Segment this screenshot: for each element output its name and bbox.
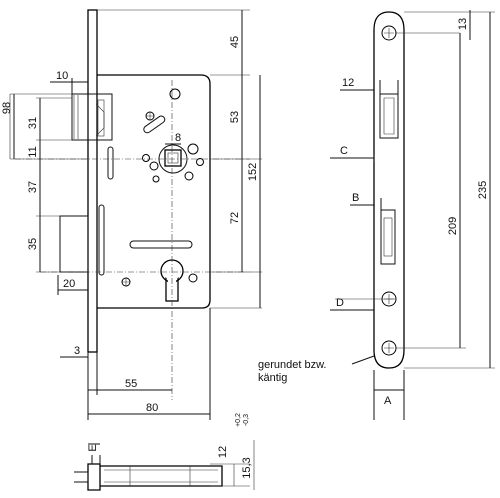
faceplate-front-view: 13 209 235 12 C B D A gerundet bzw. känt…: [258, 10, 495, 420]
upper-oval-slot: [143, 115, 166, 134]
lock-bottom-view: E 12 15,3 +0,2 -0,3: [74, 413, 255, 491]
letter-c: C: [340, 145, 348, 157]
dim-55: 55: [125, 378, 137, 390]
bolt-guide-slot: [129, 240, 193, 249]
screw-hole-top: [169, 88, 181, 100]
deadbolt-opening: [380, 209, 396, 265]
latch-bolt: [71, 93, 113, 141]
dead-bolt: [59, 215, 89, 273]
dim-12-bottom: 12: [217, 446, 229, 458]
letter-a: A: [384, 395, 392, 407]
dim-98: 98: [1, 102, 13, 114]
dim-13: 13: [457, 18, 469, 30]
dim-152: 152: [247, 163, 259, 181]
screw-bottom-icon: [381, 340, 397, 356]
cylinder-cutout: [160, 259, 198, 302]
dim-53: 53: [229, 111, 241, 123]
dim-15-3: 15,3: [241, 457, 253, 478]
dim-80: 80: [146, 402, 158, 414]
dim-235: 235: [477, 181, 489, 199]
dim-31: 31: [27, 117, 39, 129]
tol-plus: +0,2: [235, 413, 242, 427]
latch-opening: [379, 93, 399, 139]
dim-10: 10: [56, 70, 68, 82]
note-line-1: gerundet bzw.: [258, 359, 327, 371]
dim-72: 72: [229, 212, 241, 224]
dim-35: 35: [27, 238, 39, 250]
dim-12-face: 12: [342, 77, 354, 89]
dim-20: 20: [63, 278, 75, 290]
dim-3: 3: [74, 345, 80, 357]
letter-d: D: [336, 297, 344, 309]
screw-top-icon: [381, 25, 397, 41]
dim-8: 8: [175, 132, 181, 144]
dim-45: 45: [229, 36, 241, 48]
rounded-faceplate: [373, 11, 405, 369]
note-line-2: käntig: [258, 372, 287, 384]
tol-minus: -0,3: [243, 414, 250, 426]
spindle-follower: [142, 143, 204, 183]
side-faceplate: [87, 9, 98, 353]
guide-slot-upper: [107, 146, 114, 180]
phillips-screw-icon: [121, 277, 131, 287]
guide-slot-lower: [98, 204, 105, 276]
letter-b: B: [352, 192, 359, 204]
dim-11: 11: [27, 146, 39, 157]
letter-e: E: [87, 444, 99, 451]
dim-209: 209: [447, 217, 459, 235]
dimension-lines-side: 98 31 11 37 35 10 8 20 3 55 80 45 53 152…: [1, 9, 262, 420]
lock-side-view: [15, 9, 250, 400]
lock-case: [97, 74, 211, 309]
dim-37: 37: [27, 181, 39, 193]
